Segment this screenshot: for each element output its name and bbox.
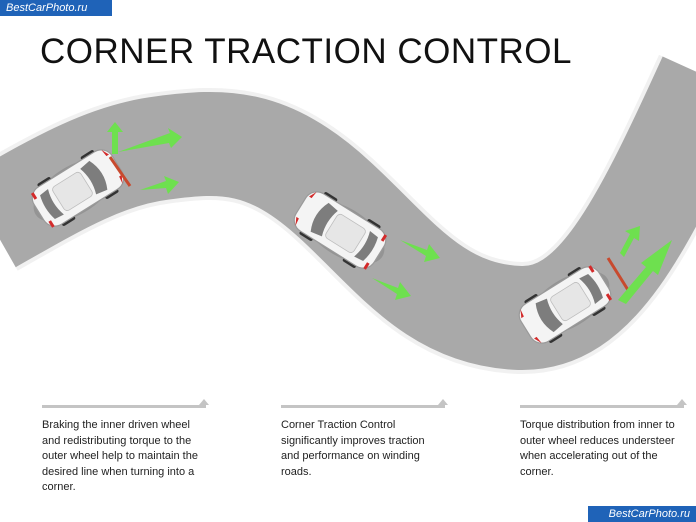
car-exiting-corner <box>512 226 672 352</box>
torque-bar <box>108 156 132 187</box>
page-title: CORNER TRACTION CONTROL <box>40 32 572 71</box>
caption-2: Corner Traction Control significantly im… <box>281 399 448 480</box>
caption-1: Braking the inner driven wheel and redis… <box>42 399 209 496</box>
caption-pointer <box>438 399 448 405</box>
caption-text: Corner Traction Control significantly im… <box>281 419 425 478</box>
caption-pointer <box>199 399 209 405</box>
torque-bar <box>606 257 630 291</box>
watermark-bottom: BestCarPhoto.ru <box>588 506 696 522</box>
torque-arrow-icon <box>618 240 672 304</box>
caption-text: Torque distribution from inner to outer … <box>520 419 675 478</box>
torque-arrow-icon <box>400 240 440 262</box>
car-mid-corner <box>287 183 440 300</box>
car-entering-corner <box>21 122 182 237</box>
caption-3: Torque distribution from inner to outer … <box>520 399 687 480</box>
caption-text: Braking the inner driven wheel and redis… <box>42 419 198 493</box>
watermark-top: BestCarPhoto.ru <box>0 0 112 16</box>
torque-arrow-icon <box>118 128 182 152</box>
torque-arrow-icon <box>107 122 123 154</box>
torque-arrow-icon <box>372 278 411 300</box>
caption-pointer <box>677 399 687 405</box>
torque-arrow-icon <box>620 226 640 257</box>
torque-arrow-icon <box>140 176 179 194</box>
